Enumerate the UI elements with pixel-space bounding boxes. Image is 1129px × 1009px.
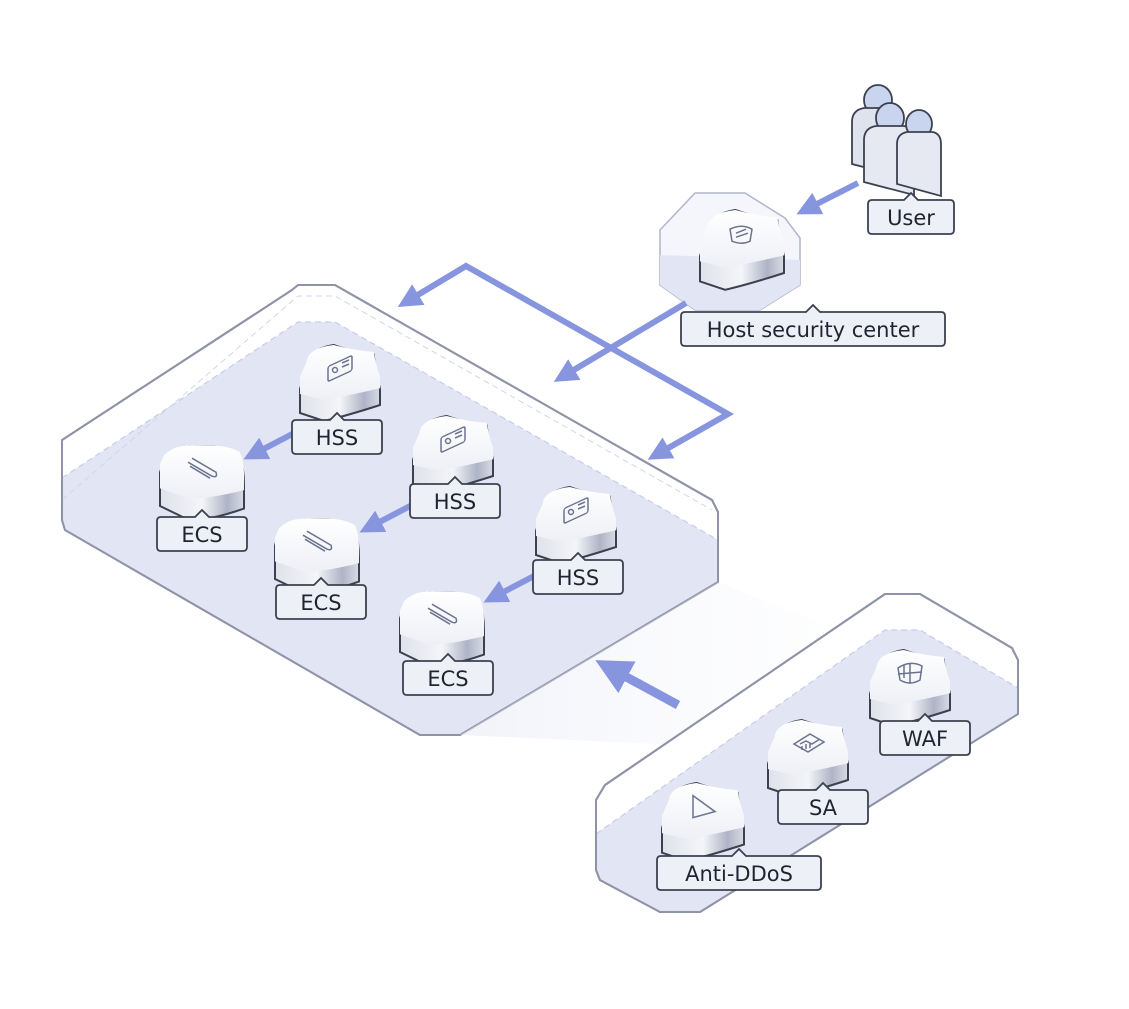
- hss3-device: [535, 485, 617, 565]
- arrow-hss3-to-ecs3: [483, 572, 538, 603]
- sa-label: SA: [777, 781, 869, 825]
- hss2-label: HSS: [409, 475, 501, 519]
- waf-device: [869, 648, 951, 728]
- ecs1-device: [159, 445, 245, 522]
- antiddos-device: [661, 781, 745, 862]
- user-label-text: User: [887, 206, 935, 230]
- paperclip-icon: [427, 603, 458, 625]
- hss1-label-text: HSS: [316, 426, 358, 450]
- users-icon: [851, 84, 942, 198]
- hss2-label-text: HSS: [434, 490, 476, 514]
- arrow-user-to-hsc: [796, 180, 860, 215]
- brick-shield-icon: [897, 662, 923, 684]
- ecs2-label-text: ECS: [300, 591, 341, 615]
- ecs3-device: [399, 591, 485, 668]
- paperclip-icon: [302, 530, 333, 552]
- user-label: User: [867, 191, 955, 235]
- ecs2-device: [274, 518, 360, 595]
- ecs1-label-text: ECS: [181, 523, 222, 547]
- arrow-hsc-to-platform: [553, 300, 688, 382]
- arrow-hss2-to-ecs2: [359, 502, 414, 533]
- shield-icon: [729, 225, 753, 244]
- antiddos-label: Anti-DDoS: [656, 847, 822, 891]
- server-card-icon: [440, 426, 466, 453]
- ecs2-label: ECS: [275, 576, 367, 620]
- ecs3-label: ECS: [402, 652, 494, 696]
- arrows: [243, 180, 860, 709]
- ecs3-label-text: ECS: [427, 667, 468, 691]
- hss1-device: [299, 343, 381, 423]
- arrow-bidirectional-route: [397, 262, 735, 460]
- sa-label-text: SA: [809, 796, 838, 820]
- waf-label-text: WAF: [902, 727, 948, 751]
- server-card-icon: [563, 497, 589, 524]
- ecs1-label: ECS: [156, 508, 248, 552]
- hss1-label: HSS: [291, 411, 383, 455]
- server-card-icon: [327, 355, 353, 382]
- arrow-security-to-platform: [595, 660, 681, 709]
- waf-label: WAF: [879, 712, 971, 756]
- hsc-label: Host security center: [680, 303, 946, 347]
- triangle-play-icon: [692, 794, 717, 819]
- antiddos-label-text: Anti-DDoS: [685, 862, 793, 886]
- hss3-label: HSS: [532, 551, 624, 595]
- sa-device: [767, 718, 849, 798]
- paperclip-icon: [187, 457, 218, 479]
- hss3-label-text: HSS: [557, 566, 599, 590]
- hsc-label-text: Host security center: [707, 318, 920, 342]
- hsc-device: [699, 208, 785, 291]
- chart-icon: [792, 733, 826, 753]
